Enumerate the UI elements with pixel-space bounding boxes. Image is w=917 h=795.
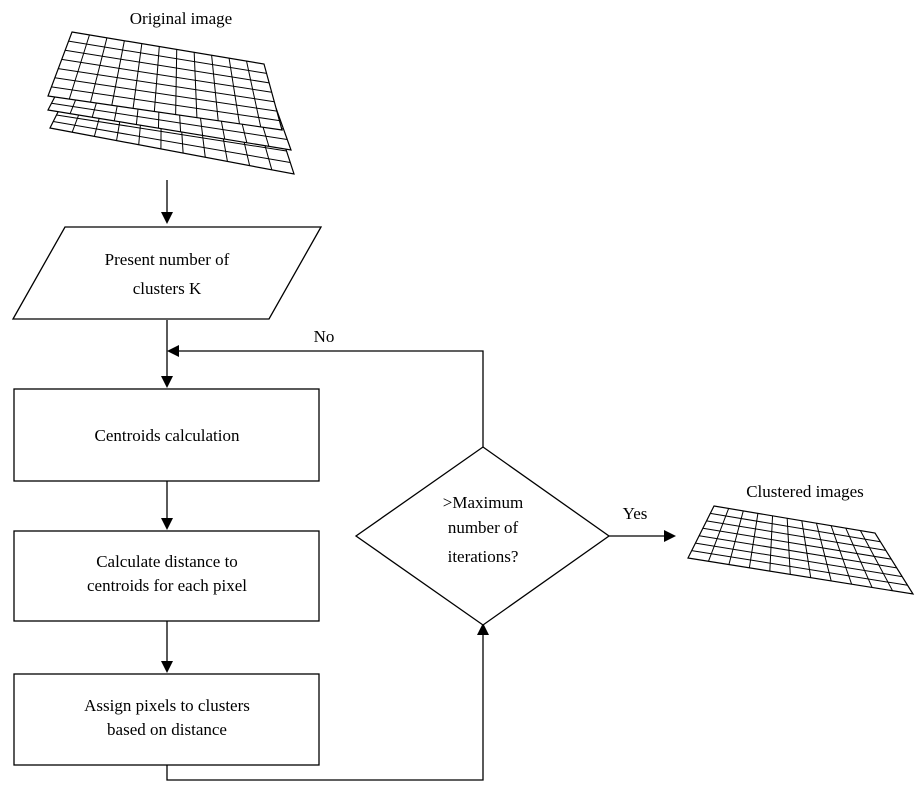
original-image-layer-1 bbox=[47, 31, 283, 131]
decision-label-line-2: number of bbox=[448, 518, 519, 537]
arrow-input-to-centroids bbox=[161, 320, 173, 388]
assign-label-line-2: based on distance bbox=[107, 720, 227, 739]
no-branch-label: No bbox=[314, 327, 335, 346]
assign-label-line-1: Assign pixels to clusters bbox=[84, 696, 250, 715]
decision-label-line-3: iterations? bbox=[448, 547, 519, 566]
input-label-line-2: clusters K bbox=[133, 279, 202, 298]
input-label-line-1: Present number of bbox=[105, 250, 230, 269]
yes-branch-label: Yes bbox=[623, 504, 648, 523]
clustered-images-label: Clustered images bbox=[746, 482, 864, 501]
arrow-distance-to-assign bbox=[161, 621, 173, 673]
original-image-stack bbox=[47, 31, 295, 175]
max-iterations-decision: >Maximum number of iterations? bbox=[354, 446, 611, 626]
original-image-label: Original image bbox=[130, 9, 232, 28]
decision-label-line-1: >Maximum bbox=[443, 493, 523, 512]
arrow-assign-to-decision bbox=[166, 623, 489, 781]
arrow-image-to-input bbox=[161, 180, 173, 224]
arrow-yes-to-output bbox=[609, 530, 676, 542]
input-clusters-node: Present number of clusters K bbox=[11, 226, 323, 320]
centroids-label: Centroids calculation bbox=[95, 426, 240, 445]
arrow-no-loop-back bbox=[167, 345, 484, 447]
distance-label-line-2: centroids for each pixel bbox=[87, 576, 247, 595]
clustered-image-grid bbox=[687, 505, 915, 595]
arrow-centroids-to-distance bbox=[161, 481, 173, 530]
centroids-calculation-node: Centroids calculation bbox=[13, 388, 320, 482]
calculate-distance-node: Calculate distance to centroids for each… bbox=[13, 530, 320, 622]
distance-label-line-1: Calculate distance to bbox=[96, 552, 238, 571]
assign-pixels-node: Assign pixels to clusters based on dista… bbox=[13, 673, 320, 766]
